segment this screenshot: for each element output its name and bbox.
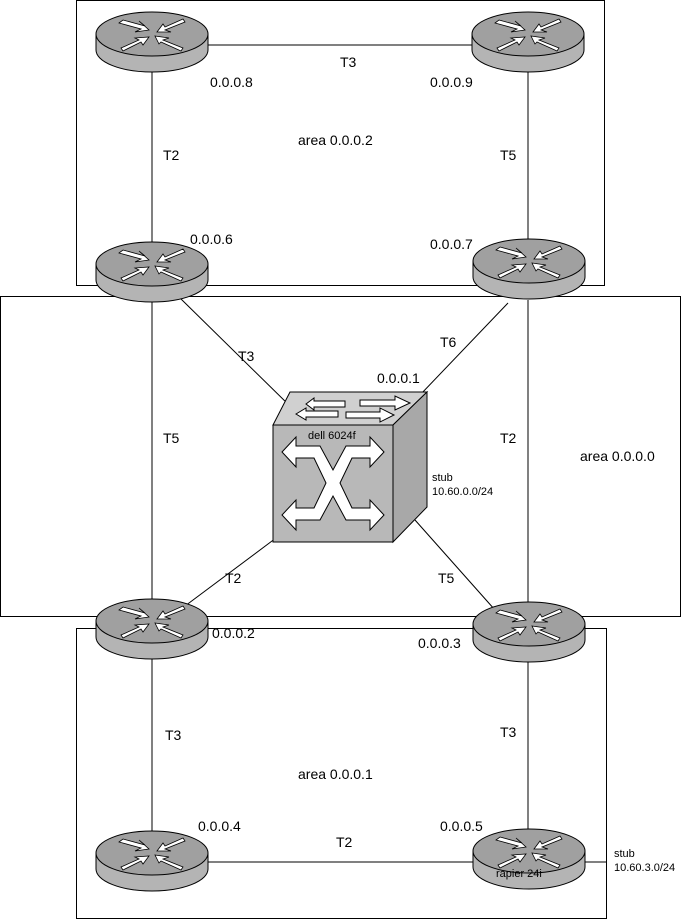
router-0-0-0-8[interactable]	[95, 11, 209, 73]
link-label-r3-r5: T3	[500, 724, 517, 740]
area-label-0: area 0.0.0.0	[580, 448, 655, 464]
link-label-r7-r3: T2	[500, 430, 517, 446]
router-model-r5: rapier 24i	[496, 868, 542, 880]
link-label-r8-r9: T3	[340, 54, 357, 70]
router-label-r5: 0.0.0.5	[440, 818, 483, 834]
switch-stub-network: 10.60.0.0/24	[432, 486, 493, 498]
switch-arrows-icon	[281, 395, 412, 532]
link-r3-switch	[414, 519, 496, 611]
area-0-0-0-1-box	[76, 628, 607, 919]
router-0-0-0-9[interactable]	[471, 11, 585, 73]
router-label-r8: 0.0.0.8	[210, 74, 253, 90]
link-label-r2-r4: T3	[165, 727, 182, 743]
area-label-2: area 0.0.0.2	[298, 132, 373, 148]
link-r2-switch	[184, 537, 277, 607]
link-label-r2-switch: T2	[225, 570, 242, 586]
router-label-r3: 0.0.0.3	[418, 635, 461, 651]
link-label-r9-r7: T5	[500, 147, 517, 163]
router-0-0-0-2[interactable]	[95, 598, 209, 660]
router-0-0-0-3[interactable]	[472, 601, 586, 663]
area-0-0-0-2-box	[76, 0, 605, 286]
router-0-0-0-7[interactable]	[472, 238, 586, 300]
link-label-r3-switch: T5	[438, 570, 455, 586]
link-label-r7-switch: T6	[440, 334, 457, 350]
link-label-r6-r2: T5	[163, 430, 180, 446]
router-label-r2: 0.0.0.2	[212, 625, 255, 641]
link-r7-switch	[419, 302, 509, 396]
r5-stub-network: 10.60.3.0/24	[614, 862, 675, 874]
r5-stub-label: stub	[614, 848, 635, 860]
switch-id-label: 0.0.0.1	[377, 370, 420, 386]
router-0-0-0-5[interactable]	[472, 828, 586, 890]
link-label-r4-r5: T2	[336, 834, 353, 850]
switch-model-label: dell 6024f	[308, 430, 357, 442]
router-label-r9: 0.0.0.9	[430, 74, 473, 90]
area-0-0-0-0-box	[0, 296, 681, 617]
router-label-r4: 0.0.0.4	[198, 818, 241, 834]
switch-stub-label: stub	[432, 472, 453, 484]
router-label-r7: 0.0.0.7	[430, 236, 473, 252]
link-r6-switch	[179, 297, 293, 409]
link-label-r8-r6: T2	[163, 147, 180, 163]
router-label-r6: 0.0.0.6	[190, 231, 233, 247]
router-0-0-0-4[interactable]	[95, 830, 209, 892]
switch-dell-6024f[interactable]	[272, 390, 429, 544]
link-label-r6-switch: T3	[238, 348, 255, 364]
router-0-0-0-6[interactable]	[95, 241, 209, 303]
area-label-1: area 0.0.0.1	[298, 766, 373, 782]
